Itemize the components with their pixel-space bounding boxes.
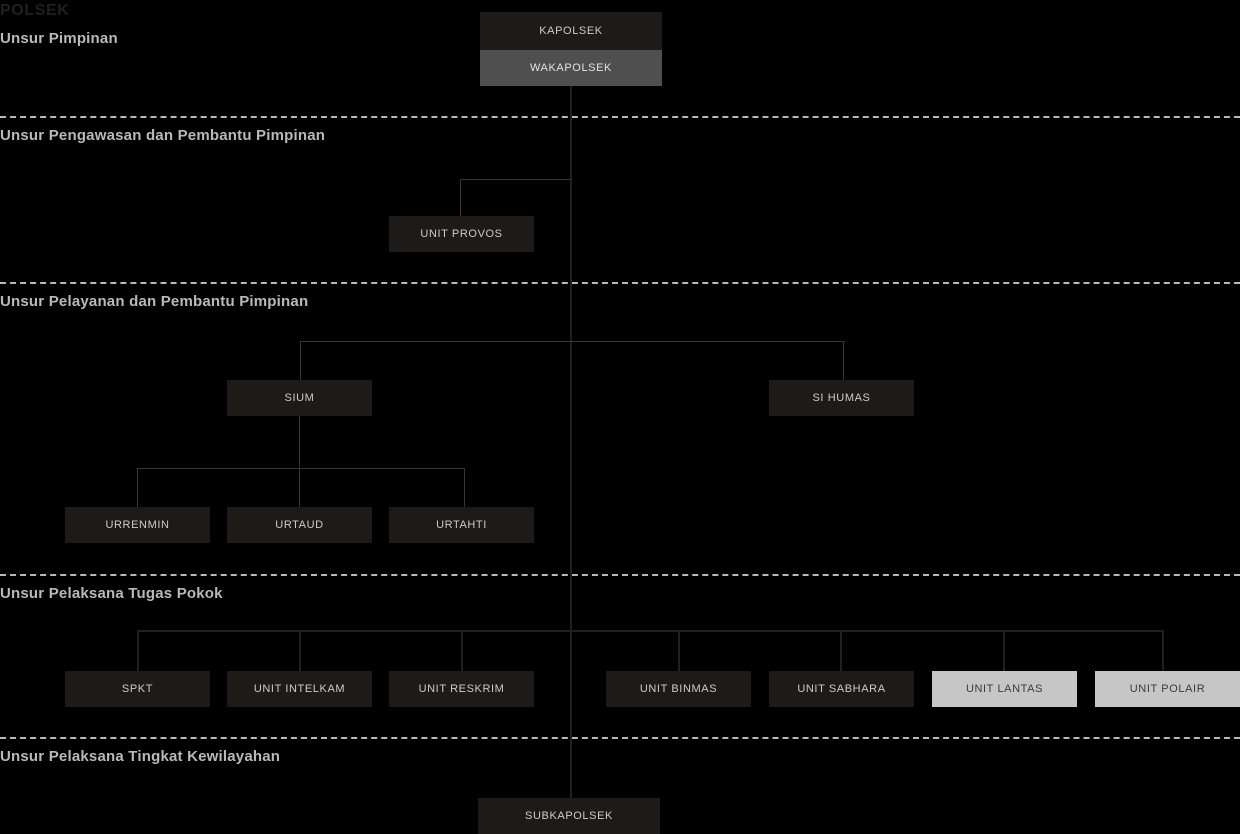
bus-sium-children [137, 468, 465, 469]
node-unit-provos[interactable]: UNIT PROVOS [389, 216, 534, 252]
drop-sium [300, 341, 301, 381]
divider-pengawasan [0, 116, 1240, 118]
drop-unit-sabhara [840, 630, 842, 671]
node-urtahti[interactable]: URTAHTI [389, 507, 534, 543]
bus-pelayanan [300, 341, 845, 342]
connector-provos-horizontal [460, 179, 571, 180]
drop-urtaud [299, 468, 300, 507]
stem-sium-children [299, 416, 300, 468]
drop-si-humas [843, 341, 844, 381]
node-sium[interactable]: SIUM [227, 380, 372, 416]
node-subkapolsek[interactable]: SUBKAPOLSEK [478, 798, 660, 834]
node-unit-binmas[interactable]: UNIT BINMAS [606, 671, 751, 707]
drop-unit-reskrim [461, 630, 463, 671]
section-label-pelaksana: Unsur Pelaksana Tugas Pokok [0, 585, 223, 602]
node-unit-polair[interactable]: UNIT POLAIR [1095, 671, 1240, 707]
divider-pelaksana [0, 574, 1240, 576]
bus-pelaksana [137, 630, 1163, 632]
section-label-pelayanan: Unsur Pelayanan dan Pembantu Pimpinan [0, 293, 309, 310]
section-label-pengawasan: Unsur Pengawasan dan Pembantu Pimpinan [0, 127, 326, 144]
node-unit-lantas[interactable]: UNIT LANTAS [932, 671, 1077, 707]
drop-unit-binmas [678, 630, 680, 671]
node-unit-reskrim[interactable]: UNIT RESKRIM [389, 671, 534, 707]
node-si-humas[interactable]: SI HUMAS [769, 380, 914, 416]
node-unit-sabhara[interactable]: UNIT SABHARA [769, 671, 914, 707]
spine-main [570, 86, 572, 798]
node-urrenmin[interactable]: URRENMIN [65, 507, 210, 543]
drop-unit-polair [1162, 630, 1164, 671]
drop-unit-lantas [1003, 630, 1005, 671]
node-unit-intelkam[interactable]: UNIT INTELKAM [227, 671, 372, 707]
connector-provos-drop [460, 179, 461, 217]
node-kapolsek[interactable]: KAPOLSEK [480, 12, 662, 50]
node-spkt[interactable]: SPKT [65, 671, 210, 707]
drop-spkt [137, 630, 139, 671]
drop-urtahti [464, 468, 465, 507]
drop-unit-intelkam [299, 630, 301, 671]
section-label-pimpinan: Unsur Pimpinan [0, 30, 118, 47]
divider-pelayanan [0, 282, 1240, 284]
node-urtaud[interactable]: URTAUD [227, 507, 372, 543]
divider-kewilayahan [0, 737, 1240, 739]
section-label-kewilayahan: Unsur Pelaksana Tingkat Kewilayahan [0, 748, 281, 765]
node-wakapolsek[interactable]: WAKAPOLSEK [480, 50, 662, 86]
drop-urrenmin [137, 468, 138, 507]
chart-title: POLSEK [0, 2, 70, 19]
